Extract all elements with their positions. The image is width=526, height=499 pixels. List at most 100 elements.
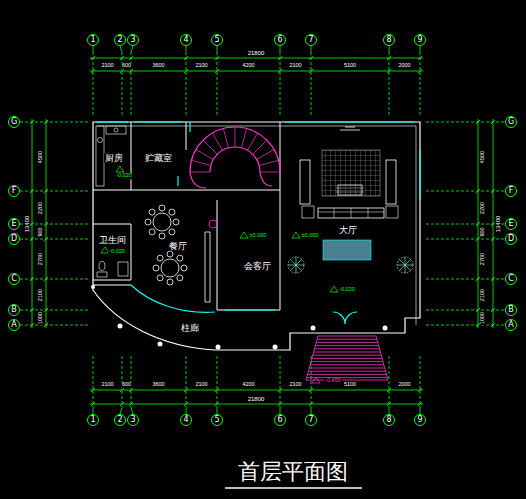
dimension-tick (215, 56, 219, 60)
dimension-tick (30, 222, 34, 226)
step-line (313, 355, 381, 356)
dimension-tick (491, 189, 495, 193)
grid-bubble: F (8, 185, 20, 197)
grid-line (280, 46, 281, 52)
plant-leaf (296, 257, 297, 265)
interior-walls (93, 122, 280, 310)
grid-number: 9 (417, 416, 422, 424)
dimension-tick (184, 388, 188, 392)
plant-leaf (399, 259, 405, 265)
dimension-text: 13400 (495, 215, 501, 234)
grid-bubble: B (8, 304, 20, 316)
plant-leaf (296, 265, 297, 273)
grid-bubble: 6 (274, 34, 286, 46)
grid-line (122, 52, 123, 116)
dimension-tick (387, 388, 391, 392)
stair-tread (190, 172, 210, 173)
stair-tread (196, 150, 213, 160)
dimension-text: 4200 (241, 63, 255, 69)
step-line (317, 339, 377, 340)
grid-line (93, 356, 94, 408)
grid-number: F (509, 187, 514, 195)
room-name: 餐厅 (168, 242, 188, 251)
grid-number: 6 (277, 36, 282, 44)
grid-line (120, 46, 122, 52)
dimension-tick (44, 222, 48, 226)
level-mark: ±0.000 (249, 233, 268, 239)
room-name: 柱廊 (180, 324, 200, 333)
dimension-text: 2100 (38, 287, 44, 301)
grid-number: 1 (90, 36, 95, 44)
grid-bubble: 8 (383, 34, 395, 46)
chair (149, 229, 155, 235)
chair (169, 229, 175, 235)
grid-number: 4 (183, 36, 188, 44)
plant-leaf (296, 265, 304, 266)
dimension-text: 21800 (247, 50, 266, 56)
dimension-tick (120, 388, 124, 392)
grid-bubble: 6 (274, 414, 286, 426)
grid-line (311, 46, 312, 52)
level-mark: -0.020 (115, 173, 133, 179)
plant-leaf (290, 259, 296, 265)
stair-tread (192, 160, 211, 165)
plant-leaf (405, 265, 413, 266)
grid-bubble: 9 (414, 414, 426, 426)
room-name: 大厅 (338, 226, 358, 235)
chair (145, 219, 151, 225)
dimension-tick (91, 402, 95, 406)
grid-number: 8 (386, 36, 391, 44)
step-line (308, 371, 385, 372)
grid-line (93, 52, 94, 116)
grid-number: 2 (117, 36, 122, 44)
grid-number: D (11, 235, 17, 243)
grid-number: 7 (308, 416, 313, 424)
dimension-tick (476, 277, 480, 281)
dimension-text: 5100 (343, 382, 357, 388)
grid-bubble: 3 (127, 34, 139, 46)
grid-line (280, 52, 281, 116)
plant-leaf (288, 265, 296, 266)
grid-number: C (11, 275, 17, 283)
grid-bubble: 8 (383, 414, 395, 426)
grid-bubble: 5 (211, 34, 223, 46)
chair (153, 265, 159, 271)
dimension-tick (30, 277, 34, 281)
dimension-tick (120, 56, 124, 60)
dimension-tick (491, 308, 495, 312)
step-line (310, 364, 384, 365)
grid-bubble: E (505, 218, 517, 230)
chair (177, 255, 183, 261)
dimension-tick (387, 402, 391, 406)
room-name: 卫生间 (98, 236, 127, 245)
dimension-tick (418, 56, 422, 60)
plant-leaf (397, 265, 405, 266)
stair-tread (241, 129, 246, 148)
grid-line (420, 52, 421, 116)
grid-line (20, 325, 88, 326)
room-name: 厨房 (104, 154, 124, 163)
dining-tables (145, 205, 187, 285)
grid-line (186, 356, 187, 408)
dimension-text: 900 (38, 226, 44, 237)
grid-line (217, 356, 218, 408)
dimension-tick (129, 56, 133, 60)
dimension-text: 2700 (38, 252, 44, 266)
grid-bubble: 5 (211, 414, 223, 426)
grid-bubble: 2 (114, 414, 126, 426)
dimension-tick (387, 69, 391, 73)
dimension-line (90, 390, 423, 391)
title-underline (225, 487, 362, 489)
dimension-tick (491, 323, 495, 327)
step-line (312, 358, 382, 359)
grid-line (20, 279, 88, 280)
grid-number: E (508, 220, 513, 228)
dimension-tick (91, 388, 95, 392)
plant-leaf (290, 265, 296, 271)
stair-tread (257, 150, 274, 160)
dimension-line (90, 404, 423, 405)
spiral-stair (190, 127, 280, 188)
grid-bubble: 9 (414, 34, 426, 46)
living-furniture (300, 127, 398, 260)
dimension-text: 2100 (194, 63, 208, 69)
